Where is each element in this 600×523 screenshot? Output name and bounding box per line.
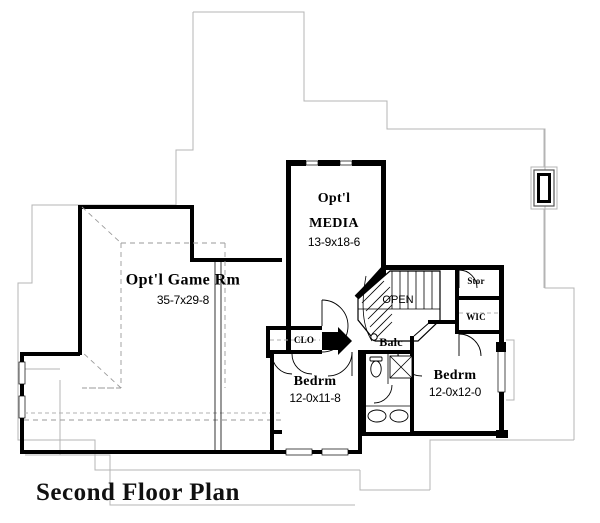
game-room-label: Opt'l Game Rm [126, 272, 241, 289]
bathroom [362, 350, 414, 436]
toilet-fixture [369, 356, 383, 378]
bedroom-right-label: Bedrm [434, 368, 477, 383]
storage-closet-walls [455, 265, 503, 334]
shower-fixture [389, 355, 413, 379]
game-room-ceiling-dashes [24, 206, 282, 421]
walk-in-closet-label: WIC [466, 312, 486, 322]
bedroom-right-dimensions: 12-0x12-0 [429, 385, 482, 399]
bedroom-left-dimensions: 12-0x11-8 [289, 391, 341, 405]
bedroom-right-walls [410, 336, 508, 438]
game-room-walls [18, 205, 282, 454]
media-room-walls [286, 160, 386, 350]
sink-fixtures [367, 409, 409, 423]
staircase [357, 270, 441, 342]
chimney-detail [530, 129, 558, 288]
game-room-dimensions: 35-7x29-8 [157, 293, 210, 307]
media-room-label-line1: Opt'l [318, 191, 351, 206]
stair-open-label: OPEN [382, 294, 413, 306]
media-room-label-line2: MEDIA [309, 216, 359, 231]
closet-left-label: CLO [294, 335, 314, 345]
bedroom-left-label: Bedrm [294, 374, 337, 389]
storage-label: Stor [467, 276, 484, 286]
bedroom-left-walls [266, 350, 362, 456]
room-labels: Opt'l Game Rm 35-7x29-8 Opt'l MEDIA 13-9… [126, 191, 482, 405]
page-title: Second Floor Plan [36, 479, 240, 506]
space-labels: OPEN Balc CLO Stor WIC [294, 276, 486, 349]
balcony-label: Balc [379, 335, 403, 349]
game-room-beam [214, 262, 222, 450]
balcony-walls [266, 320, 459, 355]
media-room-dimensions: 13-9x18-6 [308, 235, 361, 249]
